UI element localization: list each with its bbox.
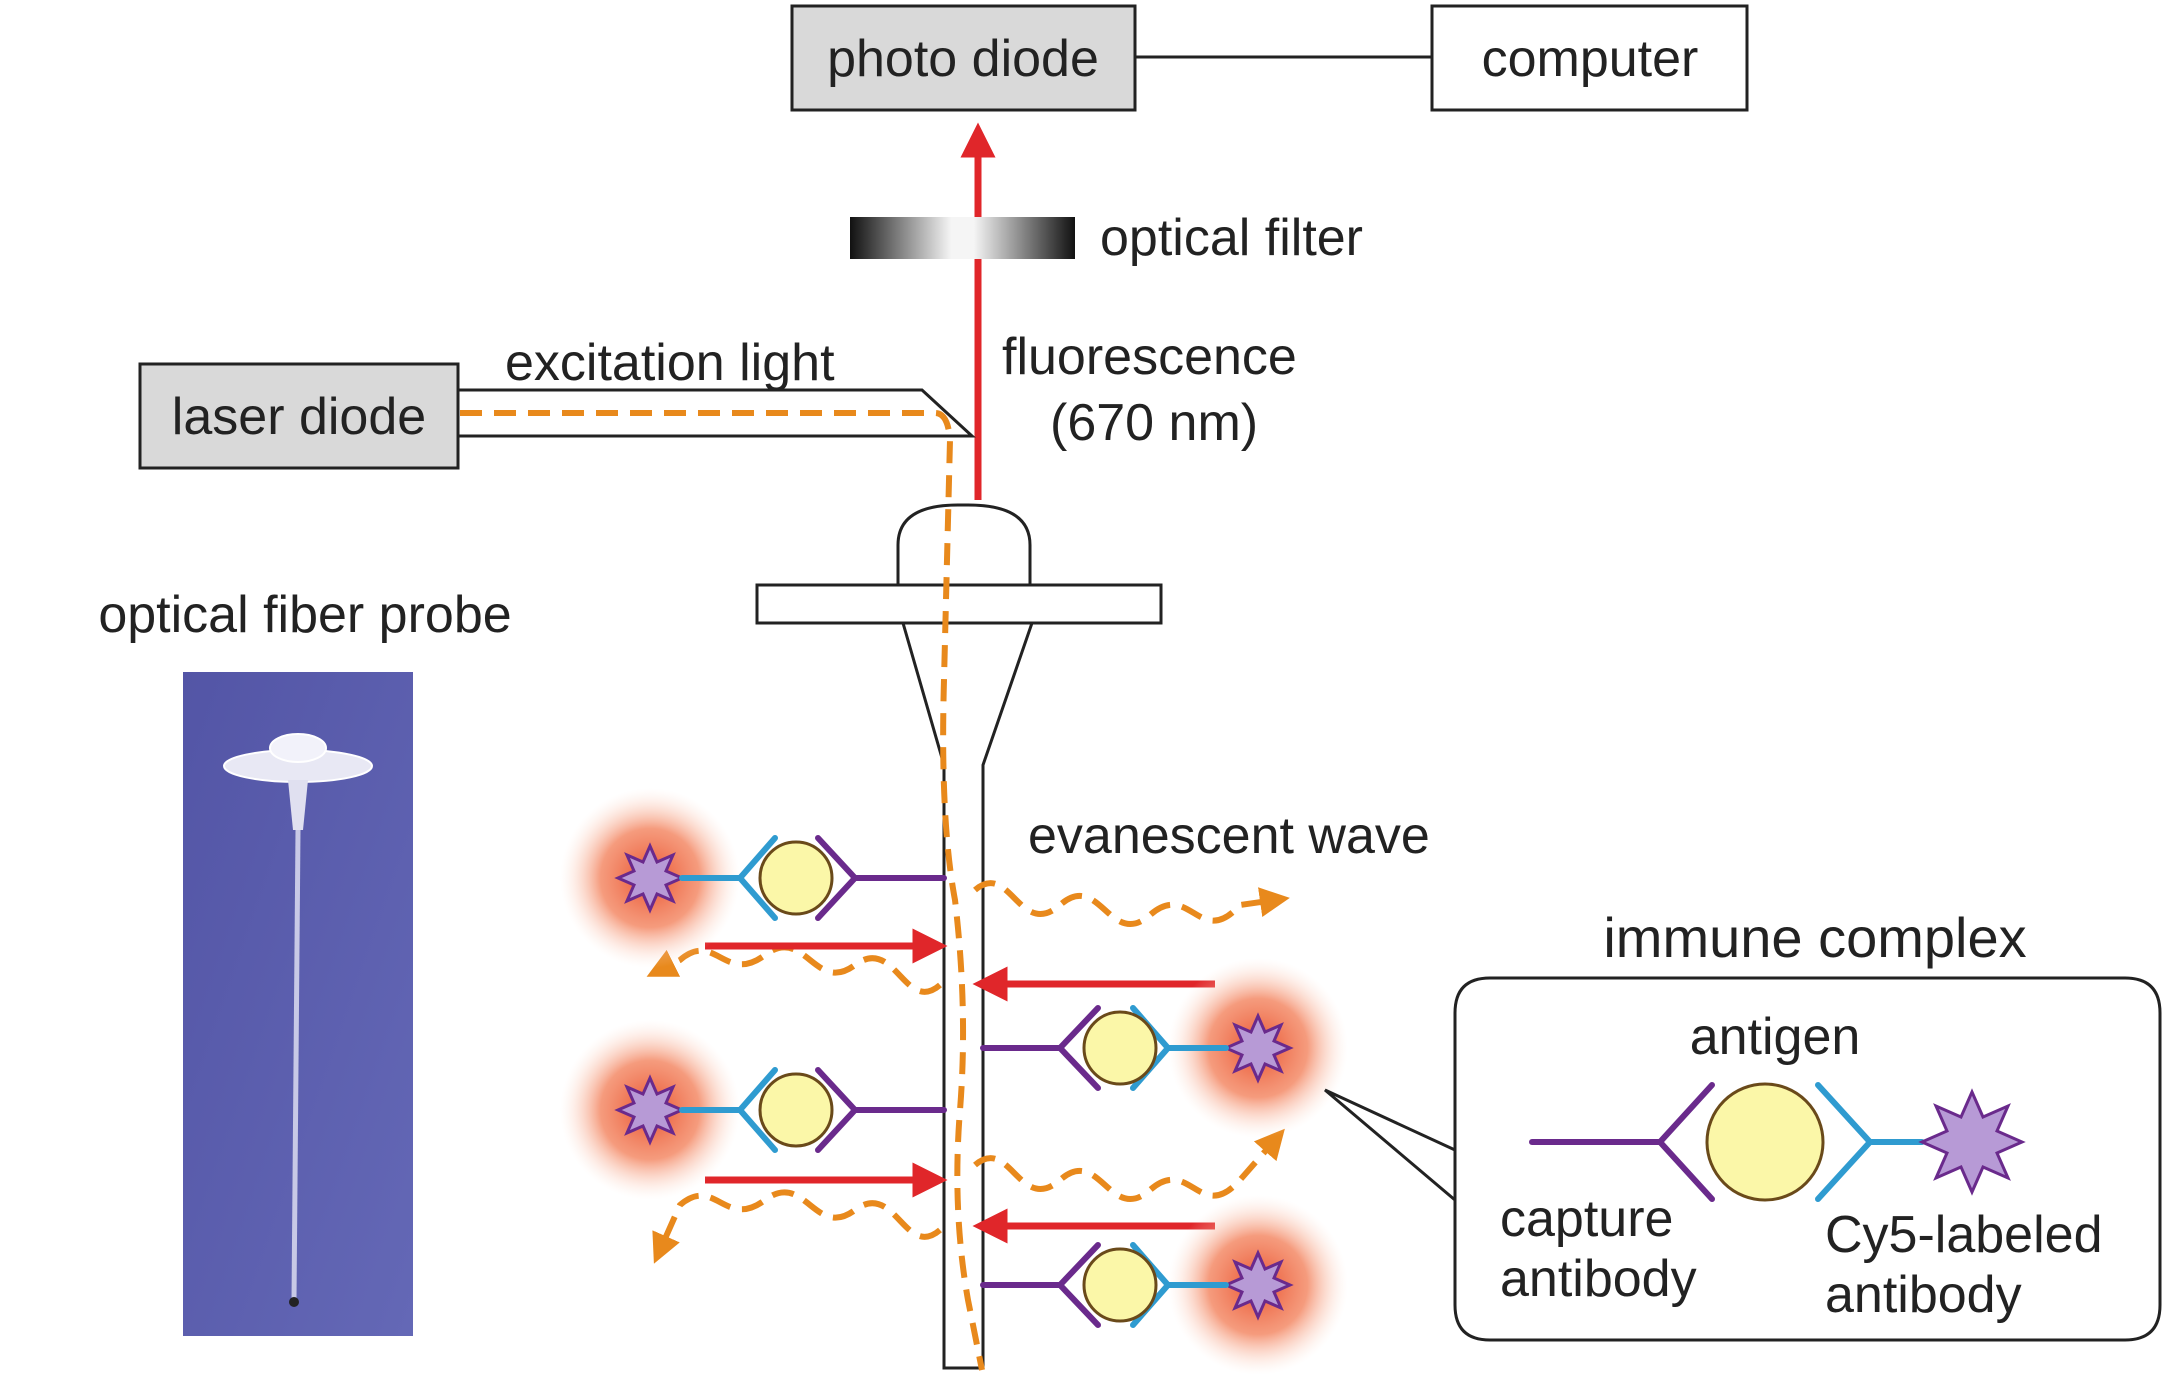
fiber-probe-schematic [755,503,1163,1370]
antigen [1082,1247,1158,1323]
evanescent-wave-lower-left [652,1189,942,1264]
probe-photo [183,672,413,1336]
legend-immune-complex [1529,1082,2026,1202]
antigen [758,1072,834,1148]
immune-complex-left-2 [560,1020,947,1200]
evanescent-wave-lower-right [973,1128,1285,1202]
cy5-dye [614,842,686,914]
laser-diode-label: laser diode [172,388,426,446]
excitation-light-path [460,410,985,1371]
immune-complex-title: immune complex [1603,906,2026,969]
immune-complex-right-2 [980,1195,1348,1375]
photo-probe-fiber [291,829,301,1301]
antigen [1082,1010,1158,1086]
legend-cy5-dye [1918,1088,2026,1196]
wavelength-label: (670 nm) [1050,394,1258,452]
probe-taper [901,621,1035,1370]
probe-flange [755,583,1163,625]
photo-probe-cap [269,733,327,763]
antigen [758,840,834,916]
laser-diode-box: laser diode [138,362,460,470]
cy5-dye [614,1074,686,1146]
capture-antibody-label-line1: capture [1500,1190,1673,1248]
cy5-dye [1222,1012,1294,1084]
immune-complex-right-1 [980,958,1348,1138]
computer-label: computer [1482,30,1699,88]
fluorescence-label: fluorescence [1002,328,1297,386]
light-guide [458,388,976,438]
immune-complex-left-1 [560,788,947,968]
cy5-antibody-label-line2: antibody [1825,1266,2022,1324]
labeled-antibody-arms [736,1067,778,1153]
legend-antigen [1705,1082,1825,1202]
cy5-antibody-label-line1: Cy5-labeled [1825,1206,2103,1264]
photo-probe-taper [288,780,308,830]
excitation-light-label: excitation light [505,334,835,392]
probe-cap [896,503,1032,587]
photo-probe-tip [289,1297,299,1307]
computer-box: computer [1430,4,1749,112]
capture-antibody-label-line2: antibody [1500,1250,1697,1308]
optical-fiber-probe-label: optical fiber probe [98,586,511,644]
labeled-antibody-arms [736,835,778,921]
legend-capture-antibody-arms [1655,1082,1715,1202]
photo-diode-box: photo diode [790,4,1137,112]
optical-filter [850,217,1075,259]
antigen-label: antigen [1690,1008,1861,1066]
photo-diode-label: photo diode [827,30,1099,88]
evanescent-wave-upper-right [973,880,1290,927]
evanescent-wave-upper-left [646,944,942,995]
cy5-dye [1222,1249,1294,1321]
evanescent-wave-label: evanescent wave [1028,807,1430,865]
optical-filter-label: optical filter [1100,209,1363,267]
